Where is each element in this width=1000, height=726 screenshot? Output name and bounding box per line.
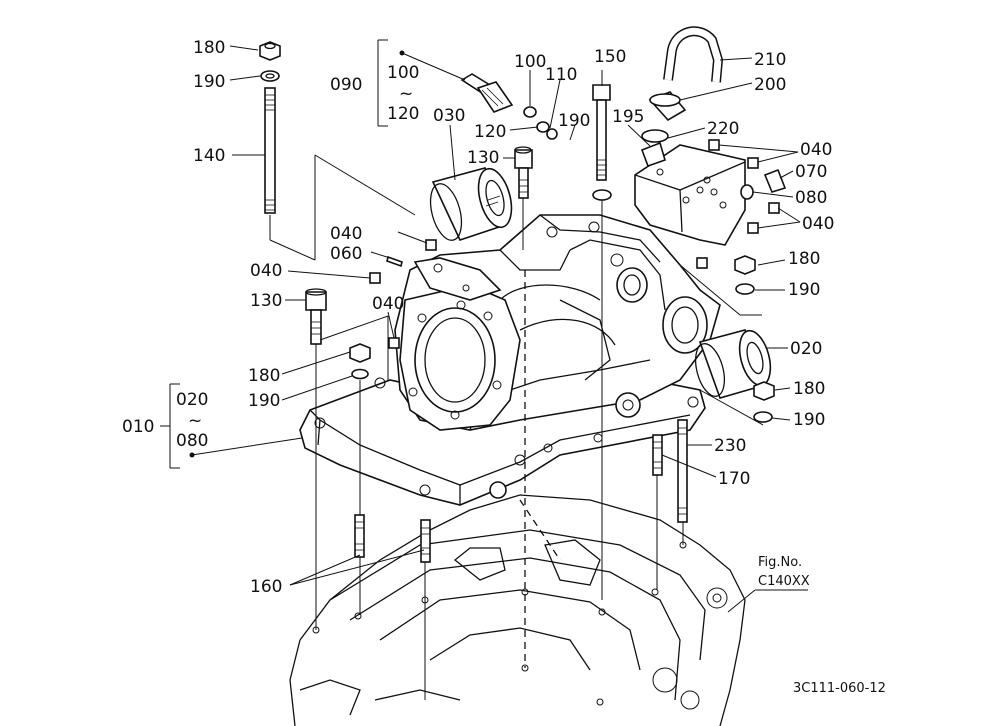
label-130: 130: [250, 291, 282, 311]
stud-230: [677, 419, 688, 523]
label-080: 080: [795, 188, 827, 208]
label-110: 110: [545, 65, 577, 85]
label-020: 020: [790, 339, 822, 359]
stud-170: [652, 434, 663, 476]
label-190: 190: [793, 410, 825, 430]
washer-190-mid: [592, 189, 612, 201]
label-180: 180: [788, 249, 820, 269]
bolt-130-top: [514, 146, 533, 199]
label-180: 180: [793, 379, 825, 399]
relief-valve-assembly: [460, 73, 558, 140]
part-labels: 180 190 140 090 100 ~ 120 100 110 120 03…: [122, 38, 886, 696]
bolt-130-left: [305, 288, 327, 345]
washer-190-left: [351, 368, 369, 380]
label-100: 100: [514, 52, 546, 72]
label-195: 195: [612, 107, 644, 127]
label-150: 150: [594, 47, 626, 67]
washer-190-right-bottom: [753, 411, 773, 423]
nut-180-right-bottom: [753, 381, 775, 401]
label-170: 170: [718, 469, 750, 489]
label-040: 040: [802, 214, 834, 234]
nut-180-left: [349, 343, 371, 363]
bushing-020: [694, 329, 772, 399]
label-190: 190: [788, 280, 820, 300]
label-040: 040: [330, 224, 362, 244]
label-180: 180: [193, 38, 225, 58]
plug-040-small-parts: [369, 139, 780, 349]
label-010-range-to: 080: [176, 431, 208, 451]
valve-block: [634, 144, 746, 246]
transmission-case: [289, 494, 746, 726]
label-010: 010: [122, 417, 154, 437]
nut-180-right-top: [734, 255, 756, 275]
drawing-code: 3C111-060-12: [793, 681, 886, 696]
label-090: 090: [330, 75, 362, 95]
label-140: 140: [193, 146, 225, 166]
label-090-range-to: 120: [387, 104, 419, 124]
label-070: 070: [795, 162, 827, 182]
label-210: 210: [754, 50, 786, 70]
hydraulic-cylinder-case: [299, 214, 721, 506]
label-060: 060: [330, 244, 362, 264]
label-130: 130: [467, 148, 499, 168]
label-190: 190: [558, 111, 590, 131]
bolt-150: [592, 84, 611, 181]
washer-190-top: [260, 70, 280, 82]
label-220: 220: [707, 119, 739, 139]
label-160: 160: [250, 577, 282, 597]
label-040: 040: [372, 294, 404, 314]
stud-160b: [420, 519, 431, 563]
label-030: 030: [433, 106, 465, 126]
label-040: 040: [800, 140, 832, 160]
label-230: 230: [714, 436, 746, 456]
label-010-range-from: 020: [176, 390, 208, 410]
label-120: 120: [474, 122, 506, 142]
nut-180-top: [259, 41, 281, 61]
label-040: 040: [250, 261, 282, 281]
leader-lines: [160, 39, 808, 700]
label-010-tilde: ~: [188, 411, 202, 431]
washer-190-right-top: [735, 283, 755, 295]
label-200: 200: [754, 75, 786, 95]
figure-label: Fig.No.: [758, 555, 802, 570]
figure-number: C140XX: [758, 574, 810, 589]
stud-160a: [354, 514, 365, 558]
label-090-range-from: 100: [387, 63, 419, 83]
hose-fitting-assembly: [640, 26, 787, 200]
stud-140: [264, 87, 276, 214]
bushing-030: [429, 167, 513, 241]
label-090-tilde: ~: [399, 84, 413, 104]
label-190: 190: [248, 391, 280, 411]
label-190: 190: [193, 72, 225, 92]
label-180: 180: [248, 366, 280, 386]
